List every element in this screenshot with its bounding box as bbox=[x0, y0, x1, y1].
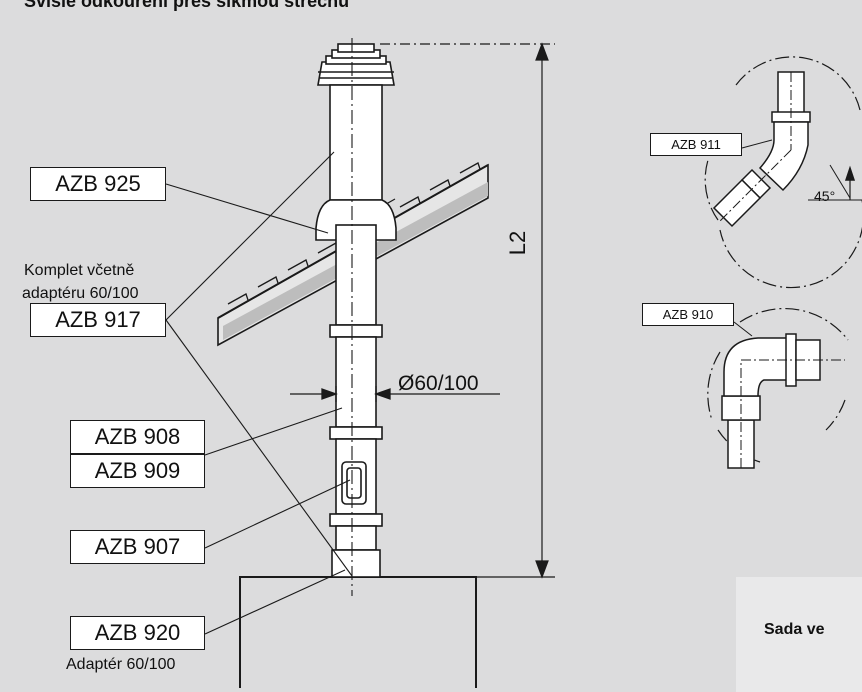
leader-lines bbox=[165, 151, 353, 635]
part-label-azb908: AZB 908 bbox=[70, 420, 205, 454]
part-label-azb907: AZB 907 bbox=[70, 530, 205, 564]
detail-label-azb911: AZB 911 bbox=[650, 133, 742, 156]
kit-note-line2: adaptéru 60/100 bbox=[22, 285, 139, 302]
info-box: Sada ve bbox=[736, 577, 862, 692]
part-label-azb909: AZB 909 bbox=[70, 454, 205, 488]
adapter-note: Adaptér 60/100 bbox=[66, 656, 176, 673]
page-title: Svislé odkouření přes šikmou střechu bbox=[24, 0, 350, 11]
boiler-body bbox=[239, 576, 477, 688]
detail-elbow-45 bbox=[704, 56, 862, 289]
kit-note-line1: Komplet včetně bbox=[24, 262, 135, 279]
info-box-text: Sada ve bbox=[764, 621, 825, 638]
part-label-azb920: AZB 920 bbox=[70, 616, 205, 650]
height-dimension-label: L2 bbox=[505, 230, 531, 256]
lower-pipe-assembly bbox=[329, 224, 383, 578]
part-label-azb925: AZB 925 bbox=[30, 167, 166, 201]
detail-label-azb910: AZB 910 bbox=[642, 303, 734, 326]
diameter-label: Ø60/100 bbox=[398, 372, 479, 395]
height-dimension bbox=[380, 42, 555, 579]
part-label-azb917: AZB 917 bbox=[30, 303, 166, 337]
flue-terminal-cap bbox=[317, 43, 395, 86]
angle-label: 45° bbox=[814, 188, 836, 204]
detail-elbow-90 bbox=[707, 307, 849, 469]
diameter-dimension bbox=[290, 386, 500, 402]
upper-outer-pipe bbox=[315, 84, 397, 241]
